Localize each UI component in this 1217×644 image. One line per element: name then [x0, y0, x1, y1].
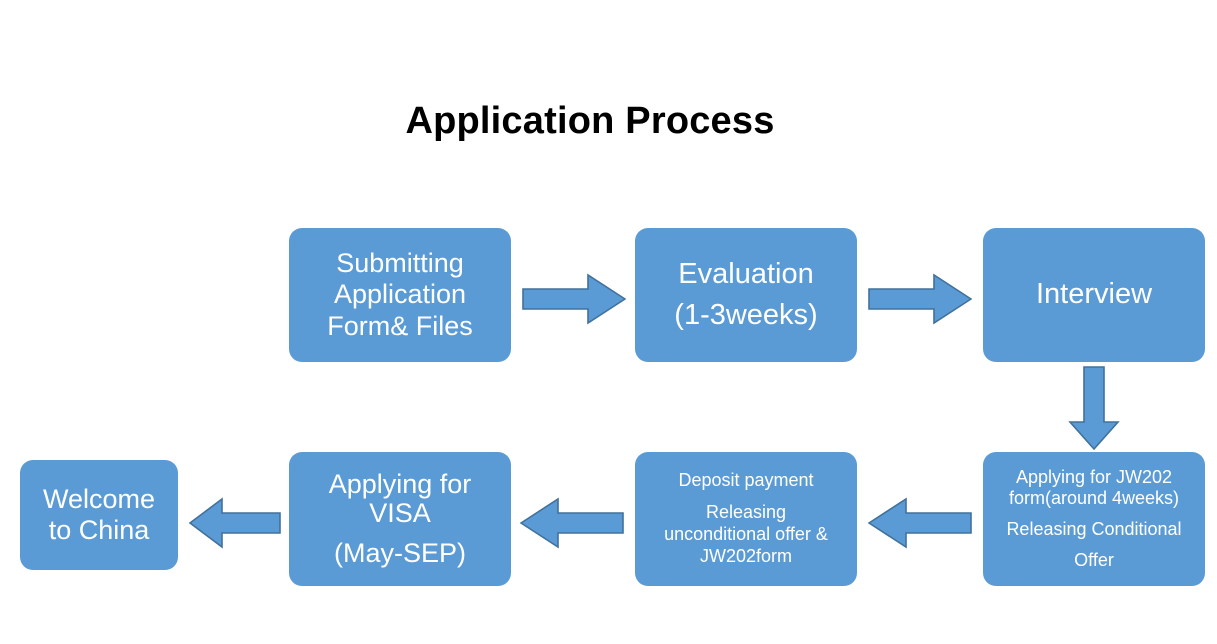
- node-line: Form& Files: [327, 310, 473, 341]
- node-line: (1-3weeks): [674, 299, 818, 331]
- node-line: form(around 4weeks): [1008, 487, 1180, 508]
- jw202-conditional-offer-node[interactable]: Applying for JW202 form(around 4weeks) R…: [983, 452, 1205, 586]
- node-line: Application: [333, 279, 467, 310]
- down-arrow-icon: [1068, 366, 1120, 450]
- welcome-to-china-node[interactable]: Welcome to China: [20, 460, 178, 570]
- right-arrow-icon: [868, 273, 972, 325]
- node-line: Offer: [1074, 550, 1114, 571]
- interview-node[interactable]: Interview: [983, 228, 1205, 362]
- submitting-application-node[interactable]: Submitting Application Form& Files: [289, 228, 511, 362]
- deposit-payment-node[interactable]: Deposit payment Releasing unconditional …: [635, 452, 857, 586]
- arrow-jw202-to-deposit: [868, 497, 972, 549]
- node-line: JW202form: [699, 545, 793, 566]
- node-line: VISA: [369, 497, 431, 528]
- node-line: Submitting: [336, 247, 464, 278]
- left-arrow-icon: [520, 497, 624, 549]
- node-line: Welcome: [42, 483, 156, 514]
- arrow-interview-to-jw202: [1068, 366, 1120, 450]
- left-arrow-icon: [868, 497, 972, 549]
- arrow-evaluation-to-interview: [868, 273, 972, 325]
- page-title: Application Process: [405, 100, 775, 142]
- node-line: Releasing Conditional: [1006, 519, 1182, 539]
- right-arrow-icon: [522, 273, 626, 325]
- arrow-deposit-to-visa: [520, 497, 624, 549]
- node-line: Applying for JW202: [1015, 466, 1173, 487]
- applying-visa-node[interactable]: Applying for VISA (May-SEP): [289, 452, 511, 586]
- node-line: Releasing: [705, 502, 787, 523]
- arrow-submitting-to-evaluation: [522, 273, 626, 325]
- evaluation-node[interactable]: Evaluation (1-3weeks): [635, 228, 857, 362]
- node-line: Interview: [1035, 278, 1153, 311]
- node-line: to China: [48, 515, 150, 545]
- node-line: Applying for: [328, 468, 472, 499]
- node-line: Evaluation: [678, 258, 814, 290]
- node-line: Deposit payment: [678, 470, 814, 491]
- node-line: (May-SEP): [333, 538, 466, 569]
- node-line: unconditional offer &: [664, 524, 828, 544]
- left-arrow-icon: [189, 497, 281, 549]
- arrow-visa-to-welcome: [189, 497, 281, 549]
